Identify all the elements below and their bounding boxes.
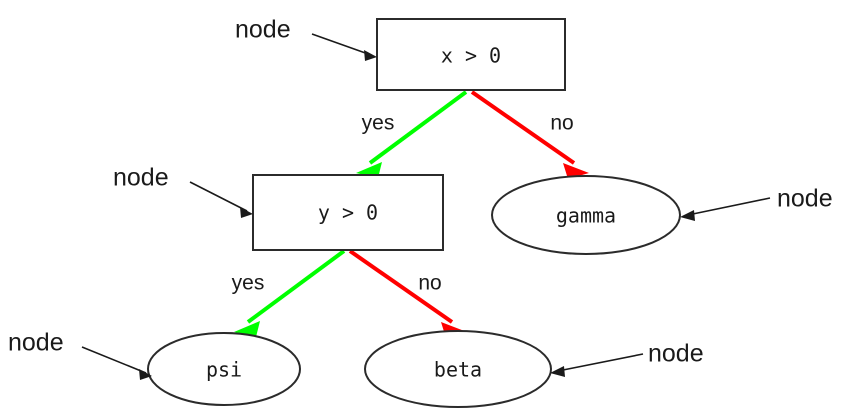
annotation-arrowhead (364, 50, 377, 61)
annotation-node-inner: node (113, 164, 253, 218)
edge-label-no-root: no (550, 112, 573, 135)
node-inner-decision[interactable]: y > 0 (252, 174, 444, 251)
node-root-decision[interactable]: x > 0 (376, 18, 566, 91)
edge-line-no (348, 249, 454, 324)
edge-label-yes-inner: yes (232, 272, 265, 295)
node-beta-ellipse[interactable] (364, 330, 552, 408)
node-psi-leaf[interactable]: psi (147, 332, 301, 406)
node-psi-label: psi (206, 358, 242, 382)
edge-inner-to-beta-no (348, 249, 467, 338)
node-psi-ellipse[interactable] (147, 332, 301, 406)
edge-line-yes (368, 90, 468, 165)
edge-root-to-inner-yes (356, 90, 468, 178)
annotation-arrowhead (240, 207, 253, 218)
edge-label-no-inner: no (418, 272, 441, 295)
node-root-label: x > 0 (441, 44, 501, 68)
annotation-arrowhead (139, 369, 152, 380)
node-inner-label: y > 0 (318, 201, 378, 225)
node-root-box[interactable] (376, 18, 566, 91)
node-gamma-ellipse[interactable] (491, 175, 681, 255)
annotation-label: node (113, 164, 169, 192)
node-gamma-leaf[interactable]: gamma (491, 175, 681, 255)
annotation-leader-line (557, 353, 644, 372)
edge-label-yes-root: yes (362, 112, 395, 135)
annotation-node-beta: node (550, 340, 704, 377)
annotation-label: node (235, 16, 291, 44)
annotation-leader-line (687, 197, 771, 216)
edge-arrowhead-no (563, 163, 589, 179)
annotation-node-gamma: node (680, 185, 833, 221)
edge-line-yes (246, 249, 346, 324)
node-inner-box[interactable] (252, 174, 444, 251)
annotation-label: node (648, 340, 704, 368)
annotation-leader-line (311, 33, 372, 56)
node-beta-leaf[interactable]: beta (364, 330, 552, 408)
annotation-node-root: node (235, 16, 377, 61)
annotation-arrowhead (550, 366, 565, 377)
edge-root-to-gamma-no (470, 90, 589, 179)
annotation-leader-line (81, 346, 147, 374)
node-beta-label: beta (434, 358, 482, 382)
annotation-label: node (777, 185, 833, 213)
annotation-leader-line (189, 181, 248, 212)
annotation-node-psi: node (8, 329, 152, 380)
edge-line-no (470, 90, 576, 165)
annotation-arrowhead (680, 210, 695, 221)
node-gamma-label: gamma (556, 204, 616, 228)
annotation-label: node (8, 329, 64, 357)
